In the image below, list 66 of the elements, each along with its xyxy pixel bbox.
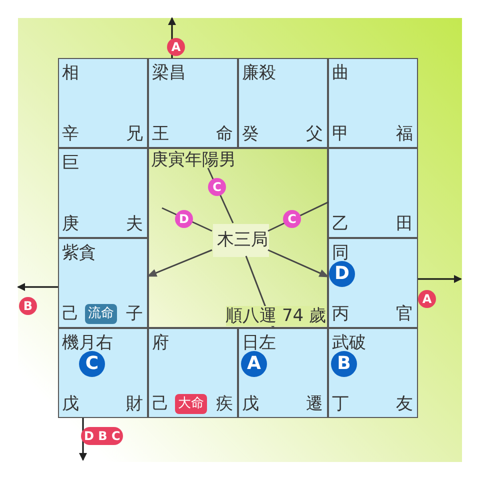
- star-names: 梁昌: [152, 63, 186, 83]
- palace-name: 官: [396, 304, 413, 324]
- center-panel: [148, 148, 328, 328]
- palace-cell: [328, 58, 418, 148]
- palace-name: 命: [216, 124, 233, 144]
- palace-cell: [238, 328, 328, 418]
- transformation-badge: D: [329, 261, 355, 287]
- transformation-badge: B: [331, 351, 357, 377]
- connector-line: [268, 201, 329, 232]
- arrow: [268, 249, 330, 278]
- palace-name: 遷: [306, 394, 323, 414]
- palace-name: 父: [306, 124, 323, 144]
- palace-cell: [58, 148, 148, 238]
- arrow: [168, 17, 176, 58]
- palace-cell: [148, 328, 238, 418]
- palace-name: 友: [396, 394, 413, 414]
- palace-name: 子: [126, 304, 143, 324]
- stem-label: 乙: [332, 214, 349, 234]
- palace-tag: 流命: [85, 304, 117, 324]
- center-label-box: [213, 224, 269, 257]
- star-names: 相: [62, 63, 79, 83]
- connector-line: [207, 168, 234, 224]
- stem-label: 戊: [62, 394, 79, 414]
- stem-label: 辛: [62, 124, 79, 144]
- palace-cell: [58, 238, 148, 328]
- palace-cell: [328, 328, 418, 418]
- stem-label: 己: [152, 394, 169, 414]
- star-names: 廉殺: [242, 63, 276, 83]
- stem-label: 甲: [332, 124, 349, 144]
- star-names: 同: [332, 243, 349, 263]
- transformation-badge: A: [241, 351, 267, 377]
- stem-label: 王: [152, 124, 169, 144]
- palace-cell: [58, 328, 148, 418]
- arrow: [17, 283, 58, 291]
- element-label: 木三局: [217, 230, 268, 250]
- palace-name: 兄: [126, 124, 143, 144]
- star-names: 府: [152, 333, 169, 353]
- star-names: 武破: [332, 333, 366, 353]
- arrow: [418, 275, 462, 283]
- palace-cell: [148, 58, 238, 148]
- palace-name: 疾: [216, 394, 233, 414]
- star-names: 機月右: [62, 333, 113, 353]
- stem-label: 丁: [332, 394, 349, 414]
- palace-name: 田: [396, 214, 413, 234]
- star-names: 曲: [332, 63, 349, 83]
- palace-name: 夫: [126, 214, 143, 234]
- palace-cell: [328, 238, 418, 328]
- edge-label: D B C: [81, 427, 124, 445]
- palace-cell: [328, 148, 418, 238]
- stem-label: 癸: [242, 124, 259, 144]
- stem-label: 己: [62, 304, 79, 324]
- luck-cycle-text: 順八運 74 歲: [226, 306, 326, 326]
- star-names: 日左: [242, 333, 276, 353]
- palace-name: 財: [126, 394, 143, 414]
- star-names: 巨: [62, 153, 79, 173]
- palace-tag: 大命: [175, 394, 207, 414]
- stem-label: 丙: [332, 304, 349, 324]
- palace-name: 福: [396, 124, 413, 144]
- palace-cell: [58, 58, 148, 148]
- stem-label: 庚: [62, 214, 79, 234]
- arrow: [146, 249, 212, 277]
- year-gender-text: 庚寅年陽男: [151, 150, 236, 170]
- star-names: 紫貪: [62, 243, 96, 263]
- stem-label: 戊: [242, 394, 259, 414]
- transformation-badge: C: [79, 351, 105, 377]
- palace-cell: [238, 58, 328, 148]
